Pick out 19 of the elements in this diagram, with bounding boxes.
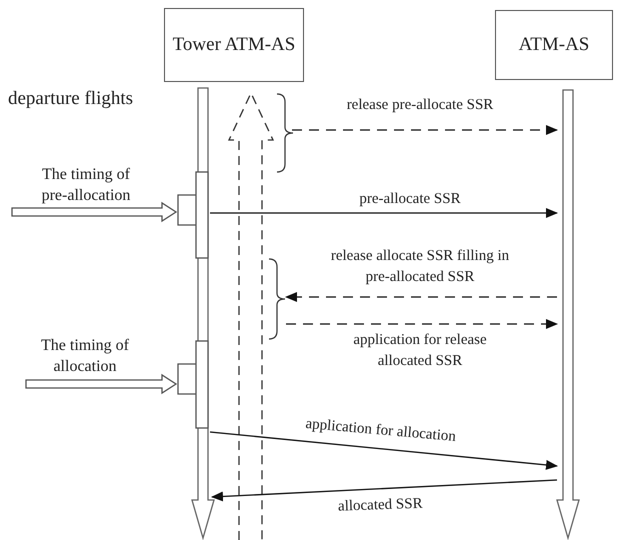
- message-arrow: [211, 479, 558, 502]
- message-arrow: [292, 125, 558, 135]
- edge-label: application for allocation: [304, 414, 458, 447]
- message-arrow: [210, 208, 558, 218]
- block-arrow: [11, 202, 178, 222]
- block-arrow: [25, 374, 178, 394]
- event-label: The timing of allocation: [40, 336, 130, 377]
- lifeline-header-box: Tower ATM-AS: [164, 8, 304, 82]
- message-arrow: [286, 319, 558, 329]
- message-arrow: [285, 292, 557, 302]
- message-arrow: [210, 431, 558, 470]
- edge-label: pre-allocate SSR: [358, 190, 462, 209]
- event-label: The timing of pre-allocation: [40, 165, 132, 206]
- edge-label: release allocate SSR filling in pre-allocated SSR: [330, 247, 510, 287]
- side-label: departure flights: [8, 88, 134, 110]
- edge-label: release pre-allocate SSR: [346, 96, 494, 115]
- edge-label: allocated SSR: [336, 494, 424, 517]
- lifeline-header-box: ATM-AS: [495, 10, 613, 80]
- edge-label: application for release allocated SSR: [352, 331, 488, 371]
